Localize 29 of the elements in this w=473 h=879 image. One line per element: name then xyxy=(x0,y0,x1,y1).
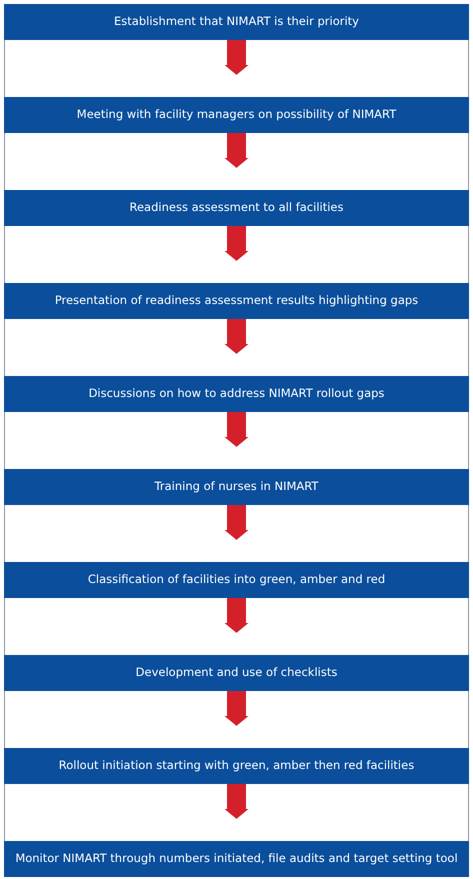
arrow xyxy=(224,40,248,75)
step-band xyxy=(4,562,469,598)
arrow xyxy=(224,319,248,354)
step-text: Training of nurses in NIMART xyxy=(154,480,318,494)
step-text: Discussions on how to address NIMART rollout gaps xyxy=(88,387,384,401)
step-band xyxy=(4,841,469,877)
arrow xyxy=(224,133,248,168)
arrow xyxy=(224,505,248,540)
step-band xyxy=(4,4,469,40)
arrow xyxy=(224,226,248,261)
step-band xyxy=(4,655,469,691)
step-band xyxy=(4,190,469,226)
step-text: Meeting with facility managers on possibility of NIMART xyxy=(76,108,396,122)
step-band xyxy=(4,97,469,133)
step-text: Rollout initiation starting with green, amber then red facilities xyxy=(58,759,414,773)
arrow xyxy=(224,784,248,819)
arrow xyxy=(224,598,248,633)
step-band xyxy=(4,283,469,319)
step-text: Development and use of checklists xyxy=(136,666,338,680)
arrow xyxy=(224,691,248,726)
step-band xyxy=(4,469,469,505)
step-text: Classification of facilities into green, amber and red xyxy=(88,573,386,587)
step-text: Readiness assessment to all facilities xyxy=(130,201,344,215)
step-text: Monitor NIMART through numbers initiated, file audits and target setting tool xyxy=(15,852,458,866)
arrow xyxy=(224,412,248,447)
step-band xyxy=(4,748,469,784)
step-text: Establishment that NIMART is their priority xyxy=(114,15,359,29)
step-band xyxy=(4,376,469,412)
step-text: Presentation of readiness assessment results highlighting gaps xyxy=(54,294,418,308)
